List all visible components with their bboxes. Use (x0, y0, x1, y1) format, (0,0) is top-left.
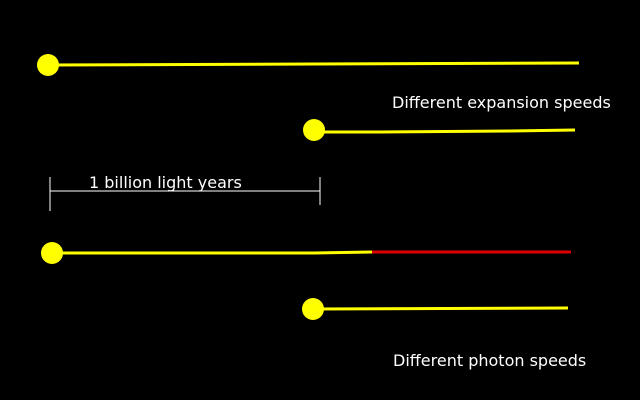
source-dot (303, 119, 325, 141)
source-dot (37, 54, 59, 76)
ray-group-photon-a (41, 242, 571, 264)
ray-line (47, 62, 315, 67)
ray-line-segment (313, 61, 580, 66)
ray-group-expansion-b (303, 119, 576, 141)
ray-line-segment (379, 129, 511, 134)
photon-speeds-label: Different photon speeds (393, 351, 586, 370)
ray-line-segment (313, 250, 373, 255)
source-dot (302, 298, 324, 320)
ray-group-photon-b (302, 298, 569, 320)
ray-line (312, 306, 569, 311)
ray-line-segment (509, 128, 576, 133)
expansion-speeds-label: Different expansion speeds (392, 93, 611, 112)
source-dot (41, 242, 63, 264)
ray-group-expansion-a (37, 54, 580, 76)
distance-measure: 1 billion light years (49, 173, 321, 211)
distance-label: 1 billion light years (89, 173, 242, 192)
